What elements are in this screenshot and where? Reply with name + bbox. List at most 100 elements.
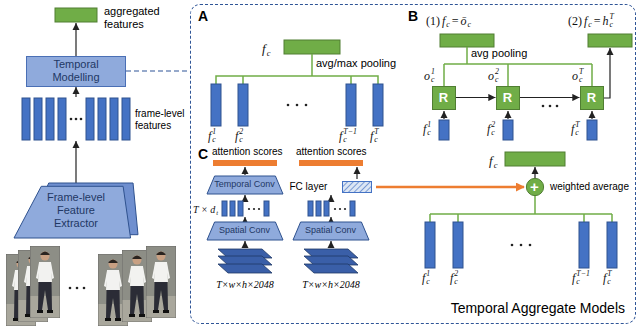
script-spacer xyxy=(216,203,218,210)
superscript: 1 xyxy=(426,270,430,278)
connector xyxy=(520,97,580,98)
math-term: fT−1c xyxy=(572,270,590,286)
dimension-label: T×w×h×2048 xyxy=(205,279,285,291)
math-term: hTc xyxy=(603,13,614,29)
superscript: T xyxy=(575,121,579,129)
rnn-cell: R xyxy=(496,86,520,110)
superscript: T xyxy=(374,128,378,136)
math-label: (2)fc=hTc xyxy=(566,13,614,29)
script-spacer xyxy=(446,13,449,21)
rnn-cell: R xyxy=(432,86,456,110)
math-scripts: Tc xyxy=(579,68,583,84)
script-spacer xyxy=(267,40,271,49)
subscript: c xyxy=(267,49,271,58)
subscript: c xyxy=(576,278,590,286)
node-label: Spatial Conv xyxy=(305,225,356,236)
math-scripts: 2c xyxy=(239,128,243,144)
math-term: f1c xyxy=(422,270,430,286)
math-label: fTc xyxy=(603,270,612,286)
math-term: fTc xyxy=(603,270,612,286)
math-label: fT−1c xyxy=(339,128,357,144)
math-term: ōc xyxy=(461,13,471,29)
math-scripts: 1c xyxy=(212,128,216,144)
superscript: T xyxy=(607,270,611,278)
script-spacer xyxy=(588,13,591,21)
math-term: fc xyxy=(262,40,270,58)
node-label: Spatial Conv xyxy=(219,225,270,236)
subscript: c xyxy=(426,278,430,286)
math-base: f xyxy=(423,123,426,135)
math-base: f xyxy=(235,130,238,142)
math-symbol: (1) xyxy=(426,15,440,27)
math-term: oTc xyxy=(572,68,583,84)
superscript: 2 xyxy=(491,121,495,129)
math-term: o1c xyxy=(424,68,435,84)
panel-letter: C xyxy=(198,146,208,163)
conv-trapezoid: Spatial Conv xyxy=(207,222,283,240)
math-scripts: c xyxy=(267,40,271,58)
math-base: f xyxy=(262,42,266,55)
math-term: f2c xyxy=(235,128,243,144)
math-base: f xyxy=(487,123,490,135)
math-base: f xyxy=(603,272,606,284)
math-scripts: Tc xyxy=(575,121,579,137)
superscript: 2 xyxy=(239,128,243,136)
attention-label: attention scores xyxy=(296,146,367,158)
node-label: Temporal Conv xyxy=(214,179,275,190)
math-scripts: Tc xyxy=(374,128,378,144)
subscript: c xyxy=(468,21,471,29)
subscript: c xyxy=(212,136,216,144)
subscript: c xyxy=(343,136,357,144)
subscript: c xyxy=(575,129,579,137)
math-base: f xyxy=(208,130,211,142)
math-scripts: t xyxy=(216,203,218,217)
math-label: fc xyxy=(489,152,497,170)
attention-label: attention scores xyxy=(212,146,283,158)
math-term: fTc xyxy=(571,121,580,137)
subscript: c xyxy=(588,21,591,29)
subscript: c xyxy=(427,129,431,137)
subscript: c xyxy=(374,136,378,144)
math-term: fT−1c xyxy=(339,128,357,144)
math-symbol: = xyxy=(594,15,601,27)
math-scripts: c xyxy=(588,13,591,29)
math-term: f2c xyxy=(450,270,458,286)
math-base: f xyxy=(370,130,373,142)
math-term: fc xyxy=(489,152,497,170)
node-label: R xyxy=(439,91,448,104)
subscript: c xyxy=(610,21,614,29)
math-label: (1)fc=ōc xyxy=(424,13,471,29)
subscript: c xyxy=(495,76,499,84)
math-base: T × d xyxy=(193,205,215,215)
math-label: fT−1c xyxy=(572,270,590,286)
math-scripts: c xyxy=(446,13,449,29)
math-label: f2c xyxy=(487,121,495,137)
superscript: T xyxy=(579,68,583,76)
math-symbol: (2) xyxy=(568,15,582,27)
math-term: f1c xyxy=(423,121,431,137)
node-label: Temporal Modelling xyxy=(30,58,122,84)
math-base: f xyxy=(572,272,575,284)
node-label: R xyxy=(587,91,596,104)
node-label: FC layer xyxy=(290,181,328,193)
extractor-trapezoid: Frame-level Feature Extractor xyxy=(14,183,138,238)
math-scripts: T−1c xyxy=(576,270,590,286)
math-label: oTc xyxy=(572,68,583,84)
subscript: c xyxy=(446,21,449,29)
math-base: f xyxy=(422,272,425,284)
fc-layer: FC layer xyxy=(290,180,372,194)
math-label: f1c xyxy=(422,270,430,286)
script-spacer xyxy=(468,13,471,21)
subscript: c xyxy=(454,278,458,286)
superscript: 1 xyxy=(212,128,216,136)
subscript: c xyxy=(431,76,435,84)
node-label: Temporal Aggregate Models xyxy=(451,300,625,317)
subscript: c xyxy=(607,278,611,286)
subscript: c xyxy=(494,161,498,170)
script-spacer xyxy=(494,152,498,161)
math-base: f xyxy=(584,15,587,27)
math-scripts: 2c xyxy=(454,270,458,286)
conv-trapezoid: Spatial Conv xyxy=(293,222,369,240)
connector xyxy=(456,97,496,98)
